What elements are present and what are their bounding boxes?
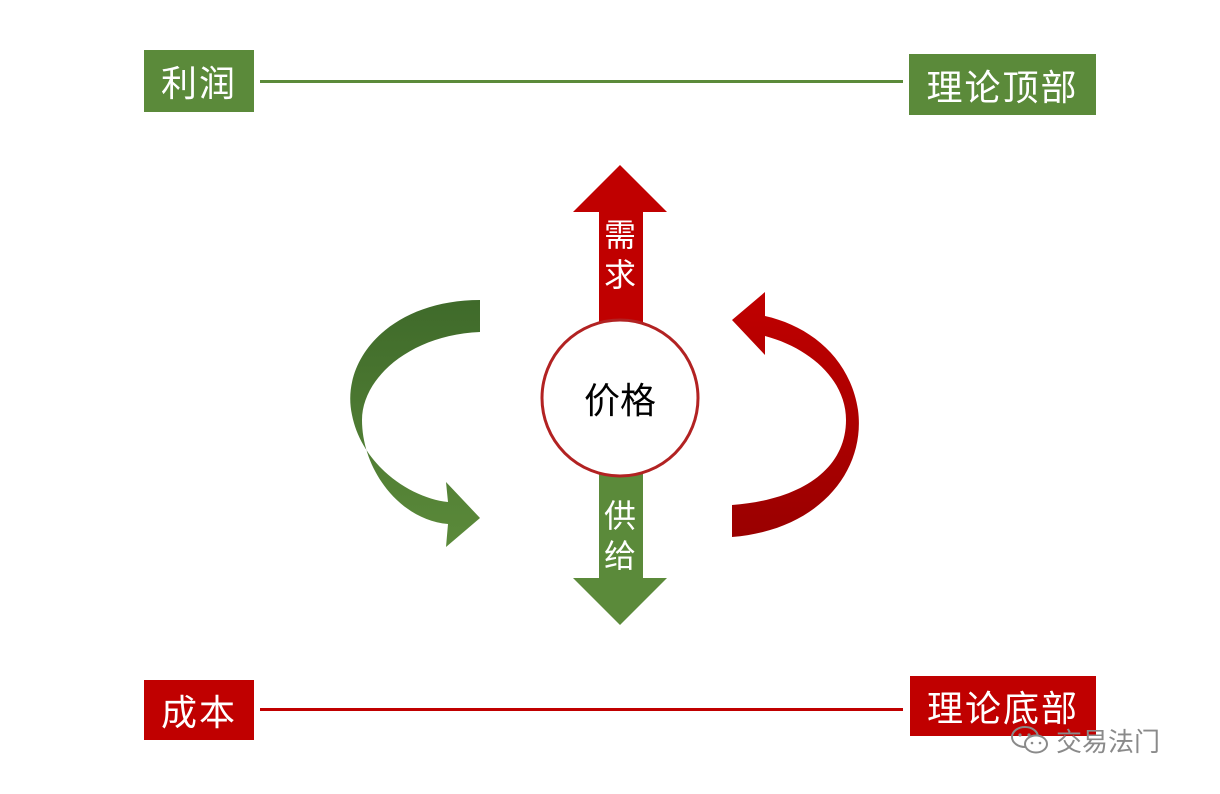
top-connector-line <box>260 80 903 83</box>
profit-box: 利润 <box>144 50 254 112</box>
watermark: 交易法门 <box>1010 722 1160 758</box>
wechat-icon <box>1011 726 1048 754</box>
price-circle <box>540 318 700 478</box>
cost-box: 成本 <box>144 680 254 740</box>
left-cycle-arrow <box>350 300 480 547</box>
watermark-text: 交易法门 <box>1056 727 1161 758</box>
demand-label: 需求 <box>603 216 636 294</box>
price-label: 价格 <box>583 381 656 422</box>
supply-label: 供给 <box>603 497 636 575</box>
demand-arrow <box>573 165 667 330</box>
theory-top-box: 理论顶部 <box>909 54 1096 115</box>
cost-label: 成本 <box>160 693 237 734</box>
profit-label: 利润 <box>160 64 237 105</box>
supply-arrow <box>573 472 667 625</box>
theory-top-label: 理论顶部 <box>926 67 1079 109</box>
theory-bottom-box: 理论底部 <box>910 676 1096 736</box>
right-cycle-arrow <box>732 292 859 537</box>
bottom-connector-line <box>260 708 903 711</box>
theory-bottom-label: 理论底部 <box>926 689 1079 730</box>
